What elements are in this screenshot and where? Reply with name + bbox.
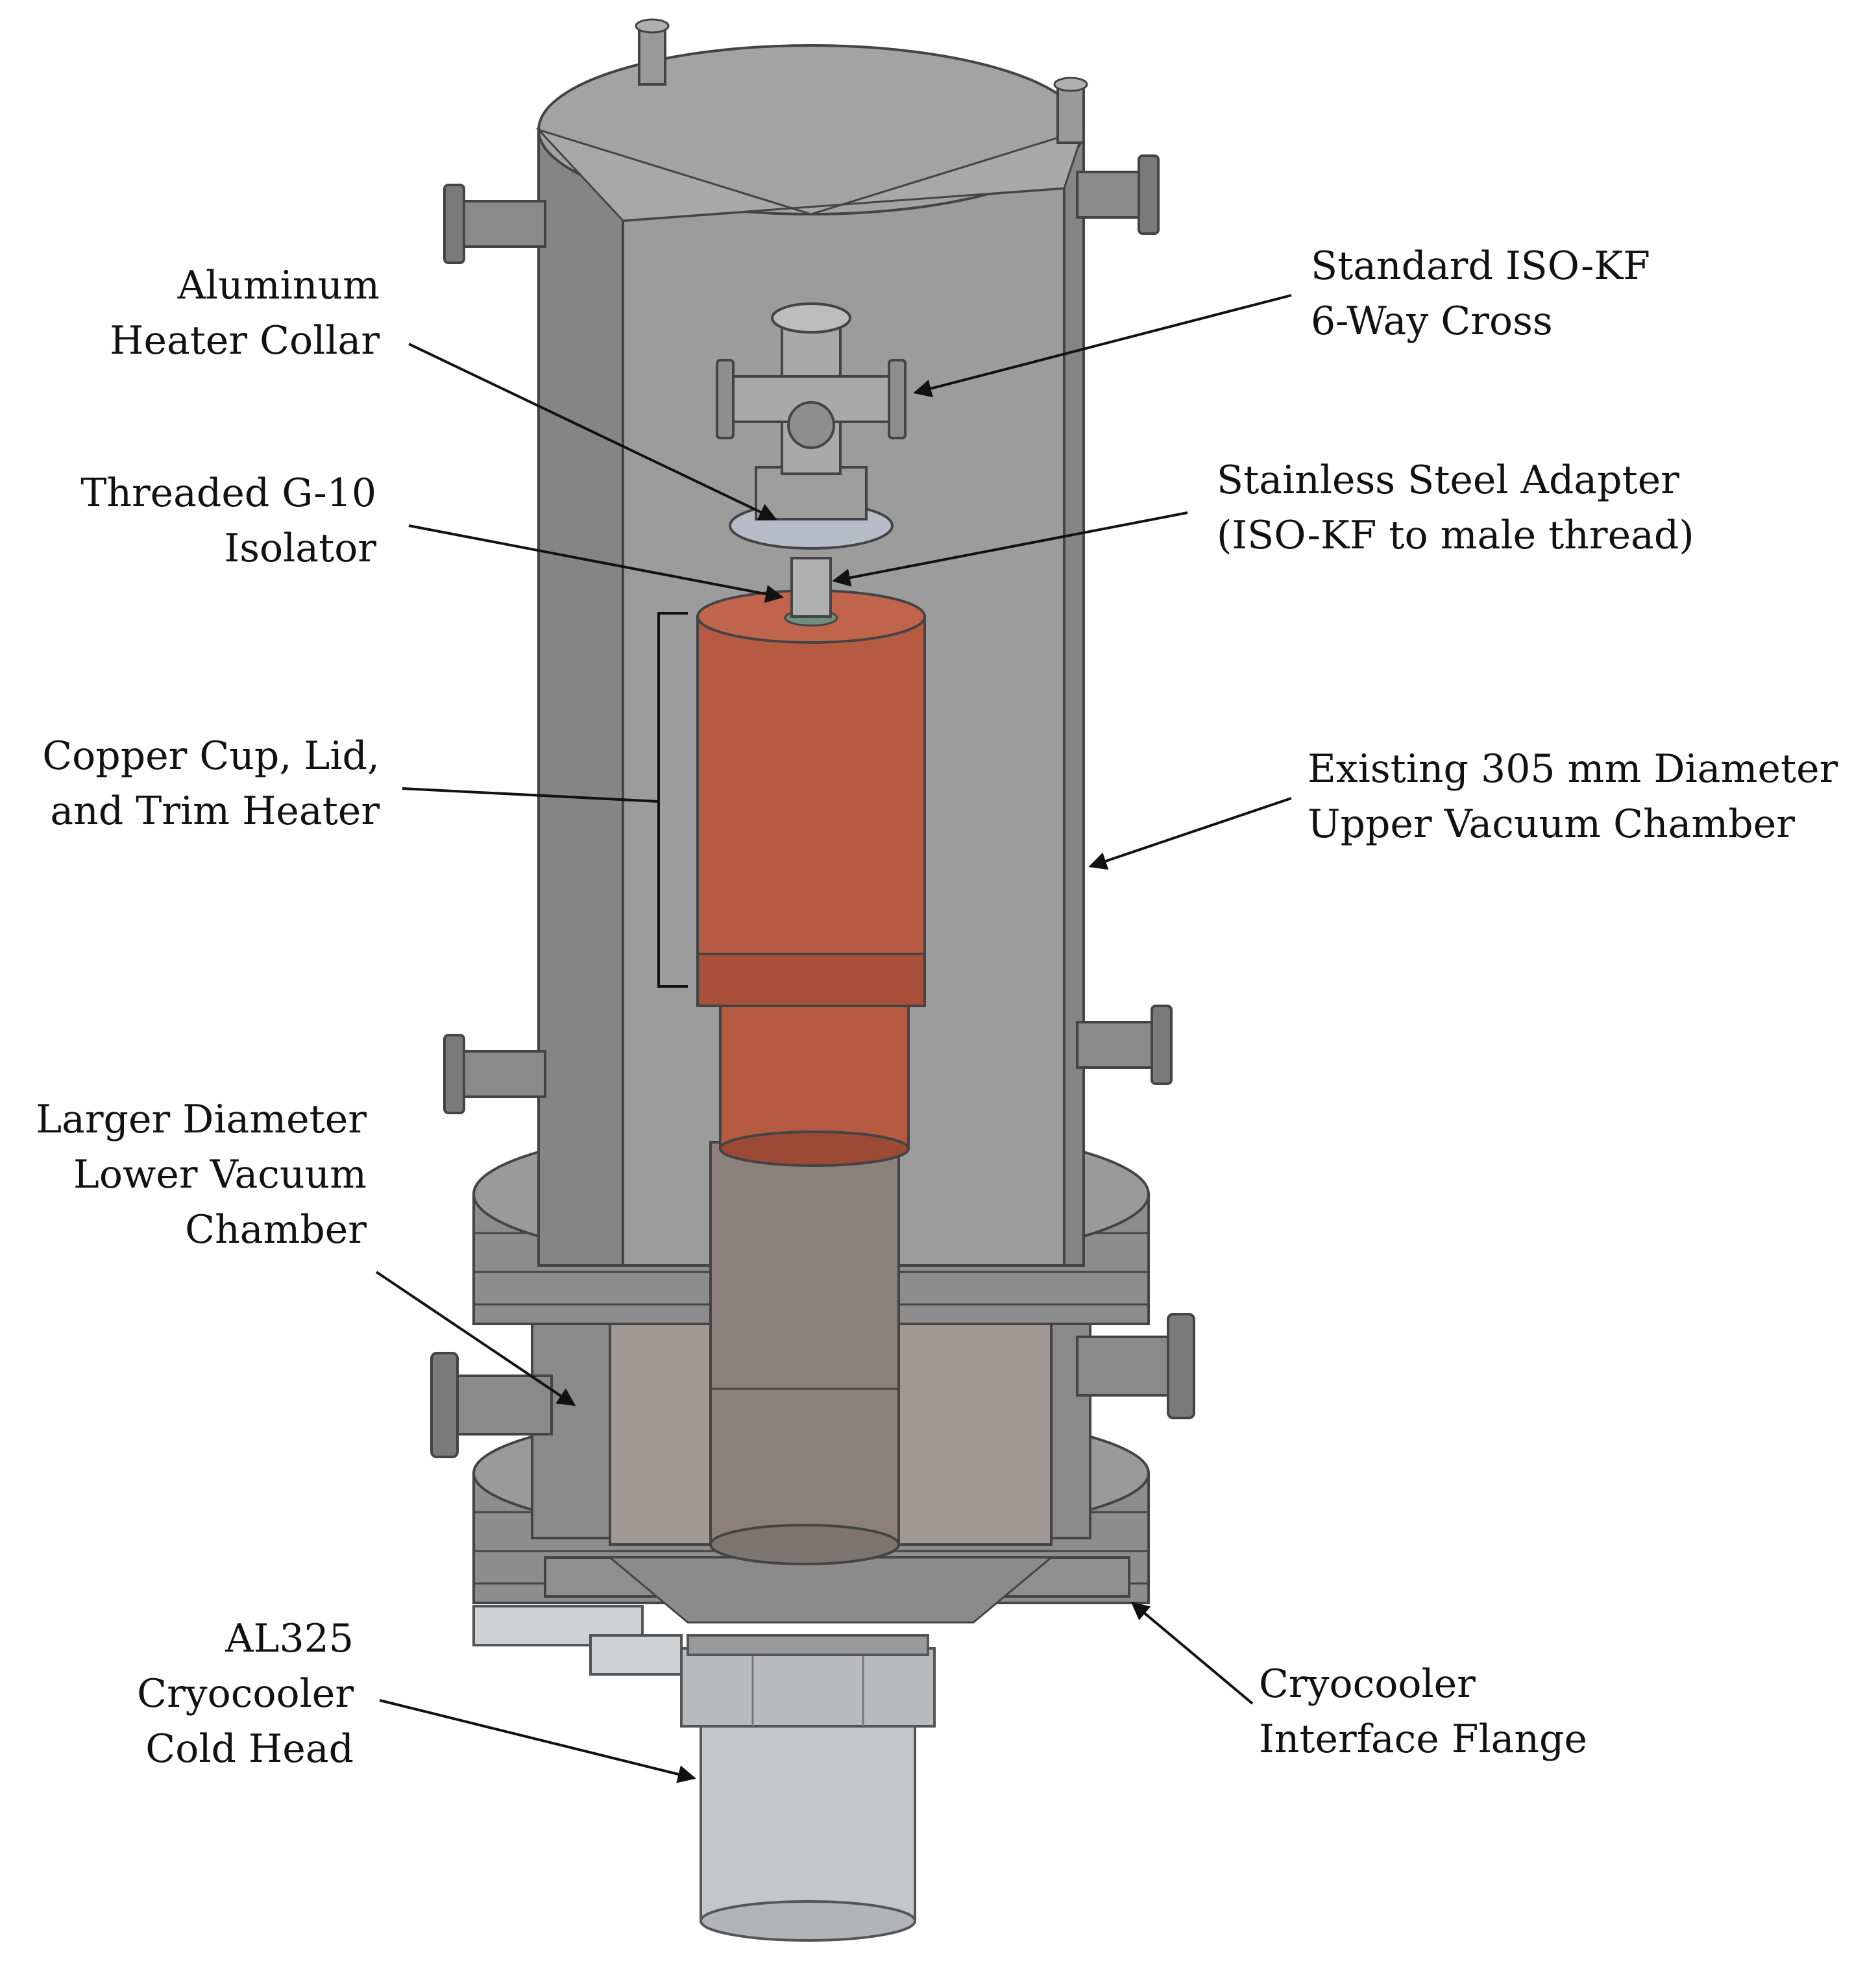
leader-lower-chamber — [375, 1271, 576, 1406]
label-line: Cold Head — [145, 1726, 354, 1772]
label-line: Standard ISO-KF — [1311, 243, 1650, 289]
label-line: Chamber — [185, 1207, 367, 1253]
label-line: (ISO-KF to male thread) — [1217, 513, 1694, 558]
label-upper-vacuum-chamber: Existing 305 mm Diameter Upper Vacuum Ch… — [1308, 746, 1838, 847]
label-copper-cup: Copper Cup, Lid, and Trim Heater — [42, 733, 380, 834]
leader-cold-head — [379, 1699, 696, 1783]
label-line: Interface Flange — [1259, 1717, 1587, 1762]
label-aluminum-heater-collar: Aluminum Heater Collar — [110, 263, 380, 363]
label-cold-head: AL325 Cryocooler Cold Head — [137, 1616, 354, 1772]
cold-head-body — [680, 1634, 936, 1942]
six-way-cross — [716, 302, 907, 475]
label-line: Heater Collar — [110, 318, 380, 363]
label-line: and Trim Heater — [50, 788, 380, 834]
leader-copper-cup — [402, 787, 659, 803]
label-line: Lower Vacuum — [73, 1152, 367, 1197]
apparatus-illustration — [430, 18, 1195, 1942]
leader-interface-flange — [1130, 1602, 1254, 1705]
copper-cup-body — [696, 589, 926, 1167]
label-line: Isolator — [225, 526, 377, 571]
label-line: Larger Diameter — [36, 1097, 367, 1142]
leader-g10-isolator — [408, 524, 784, 604]
label-six-way-cross: Standard ISO-KF 6-Way Cross — [1311, 243, 1650, 344]
label-line: Upper Vacuum Chamber — [1308, 801, 1795, 847]
leader-lines — [375, 294, 1292, 1783]
label-line: AL325 — [225, 1616, 354, 1661]
label-line: Existing 305 mm Diameter — [1308, 746, 1838, 792]
leader-upper-chamber — [1088, 797, 1292, 870]
label-interface-flange: Cryocooler Interface Flange — [1259, 1661, 1587, 1762]
label-lower-vacuum-chamber: Larger Diameter Lower Vacuum Chamber — [36, 1097, 367, 1253]
leader-ss-adapter — [832, 511, 1188, 587]
label-line: 6-Way Cross — [1311, 299, 1553, 344]
bracket-copper-cup — [657, 612, 688, 988]
cold-head-ports — [472, 1605, 683, 1676]
leader-six-way-cross — [913, 294, 1292, 398]
label-stainless-steel-adapter: Stainless Steel Adapter (ISO-KF to male … — [1217, 458, 1694, 558]
label-threaded-g10-isolator: Threaded G-10 Isolator — [80, 471, 376, 571]
label-line: Copper Cup, Lid, — [42, 733, 380, 779]
leader-heater-collar — [408, 343, 777, 520]
label-line: Stainless Steel Adapter — [1217, 458, 1679, 503]
label-line: Cryocooler — [1259, 1661, 1476, 1707]
cold-finger-tube — [709, 1141, 900, 1565]
label-line: Aluminum — [177, 263, 380, 308]
label-line: Threaded G-10 — [80, 471, 376, 516]
label-line: Cryocooler — [137, 1671, 354, 1717]
